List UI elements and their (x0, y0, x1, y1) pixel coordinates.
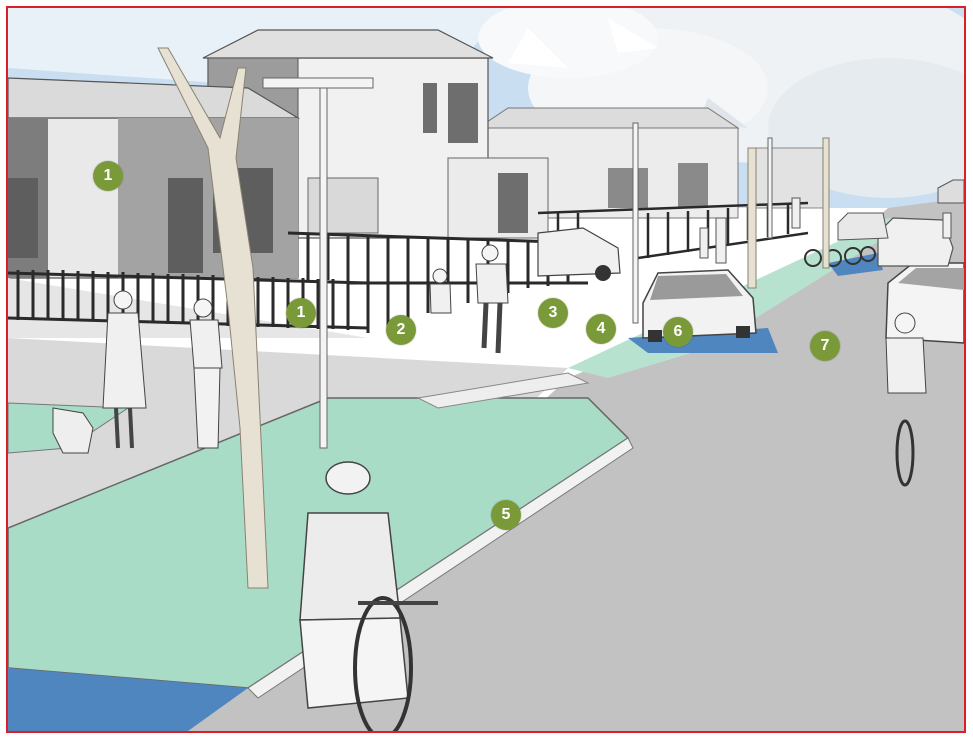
bike-rack (804, 246, 876, 267)
marker-label: 1 (103, 167, 113, 184)
marker-1-fence: 1 (286, 298, 316, 328)
marker-4: 4 (586, 314, 616, 344)
parked-car-left (537, 227, 621, 281)
street-scene-illustration (8, 8, 964, 731)
marker-label: 5 (501, 506, 511, 523)
marker-label: 2 (396, 321, 406, 338)
distant-people (699, 197, 952, 264)
marker-label: 7 (820, 337, 830, 354)
marker-5: 5 (491, 500, 521, 530)
raised-crossing (416, 372, 590, 409)
cyclist-near (299, 461, 438, 731)
marker-label: 6 (673, 323, 683, 340)
marker-label: 1 (296, 304, 306, 321)
front-yard-strip (8, 278, 368, 338)
street-light-far (632, 122, 773, 324)
house-left (8, 77, 301, 279)
parked-car-far (837, 179, 964, 267)
tree-trunk-near (157, 47, 269, 589)
marker-label: 3 (548, 304, 558, 321)
pedestrian-adult-child (429, 244, 509, 354)
illustration-frame: 1 1 2 3 4 5 6 7 (6, 6, 966, 733)
street-light-near (262, 77, 374, 449)
marker-label: 4 (596, 320, 606, 337)
pedestrian-woman-with-dog (52, 290, 147, 454)
marker-7: 7 (810, 331, 840, 361)
marker-1-house: 1 (93, 161, 123, 191)
parked-car-near (642, 269, 757, 342)
pedestrian-woman (189, 298, 223, 449)
marker-6: 6 (663, 317, 693, 347)
marker-2: 2 (386, 315, 416, 345)
tree-trunk-far (747, 137, 830, 289)
marker-3: 3 (538, 298, 568, 328)
parked-car-right (885, 262, 964, 344)
cyclist-right (885, 312, 927, 487)
cycle-lane (8, 668, 248, 731)
